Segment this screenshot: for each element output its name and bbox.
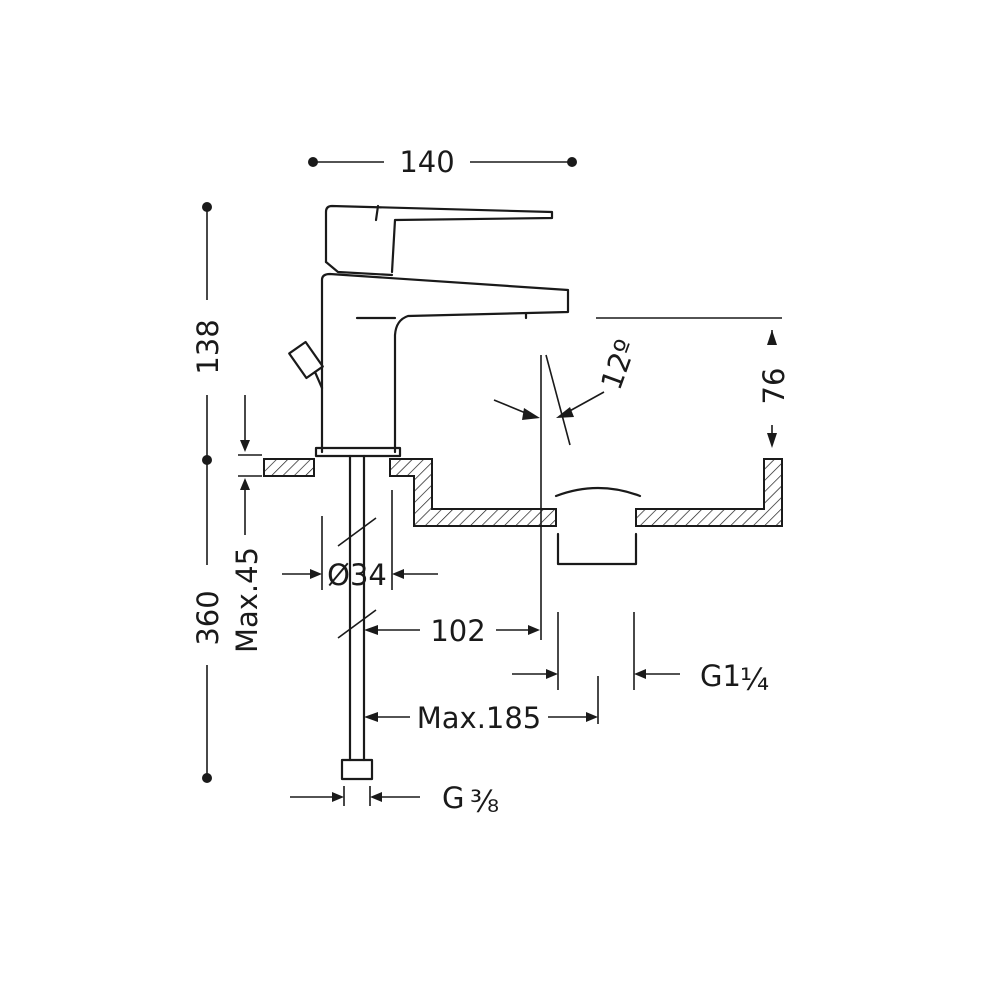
spout-height-dimension: 76 xyxy=(596,317,791,448)
width-dimension: 140 xyxy=(308,145,577,179)
basin-section xyxy=(263,458,783,566)
supply-thread-dimension: G ⅜ xyxy=(290,781,499,820)
max-counter-label: Max.45 xyxy=(230,547,264,653)
width-label: 140 xyxy=(399,145,454,179)
projection-dimension: 102 xyxy=(364,355,542,648)
max-reach-label: Max.185 xyxy=(417,701,542,735)
left-height-dimensions: 138 360 xyxy=(191,202,225,783)
waste-thread-fraction: ¼ xyxy=(740,663,769,698)
supply-thread-label: G xyxy=(442,781,464,815)
height-top-label: 138 xyxy=(191,319,225,374)
projection-label: 102 xyxy=(430,614,485,648)
supply-hose xyxy=(337,454,377,781)
counter-thickness-dimension: Max.45 xyxy=(230,395,264,653)
spout-height-label: 76 xyxy=(757,368,791,405)
waste-thread-label: G1 xyxy=(700,659,741,693)
max-reach-dimension: Max.185 xyxy=(364,676,599,735)
diameter-dimension: Ø34 xyxy=(282,490,438,592)
diameter-label: Ø34 xyxy=(327,558,387,592)
faucet-body xyxy=(288,204,570,458)
waste-thread-dimension: G1 ¼ xyxy=(512,612,769,698)
total-height-label: 360 xyxy=(191,590,225,645)
angle-dimension: 12º xyxy=(493,335,643,446)
supply-thread-fraction: ⅜ xyxy=(470,785,499,820)
angle-label: 12º xyxy=(594,335,643,394)
